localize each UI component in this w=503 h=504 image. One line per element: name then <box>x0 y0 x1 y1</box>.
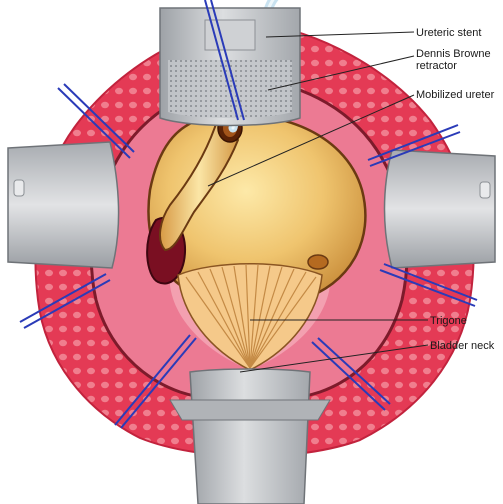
retractor-blade-right <box>385 150 496 268</box>
label-retractor-line2: retractor <box>416 60 491 72</box>
right-ureteral-orifice <box>308 255 328 269</box>
retractor-blade-left <box>8 142 119 268</box>
label-dennis-browne-retractor: Dennis Browne retractor <box>416 48 491 72</box>
label-mobilized-ureter: Mobilized ureter <box>416 89 494 101</box>
label-bladder-neck: Bladder neck <box>430 340 494 352</box>
retractor-blade-bottom <box>170 369 330 504</box>
label-trigone: Trigone <box>430 315 467 327</box>
label-ureteric-stent: Ureteric stent <box>416 27 481 39</box>
label-retractor-line1: Dennis Browne <box>416 48 491 60</box>
